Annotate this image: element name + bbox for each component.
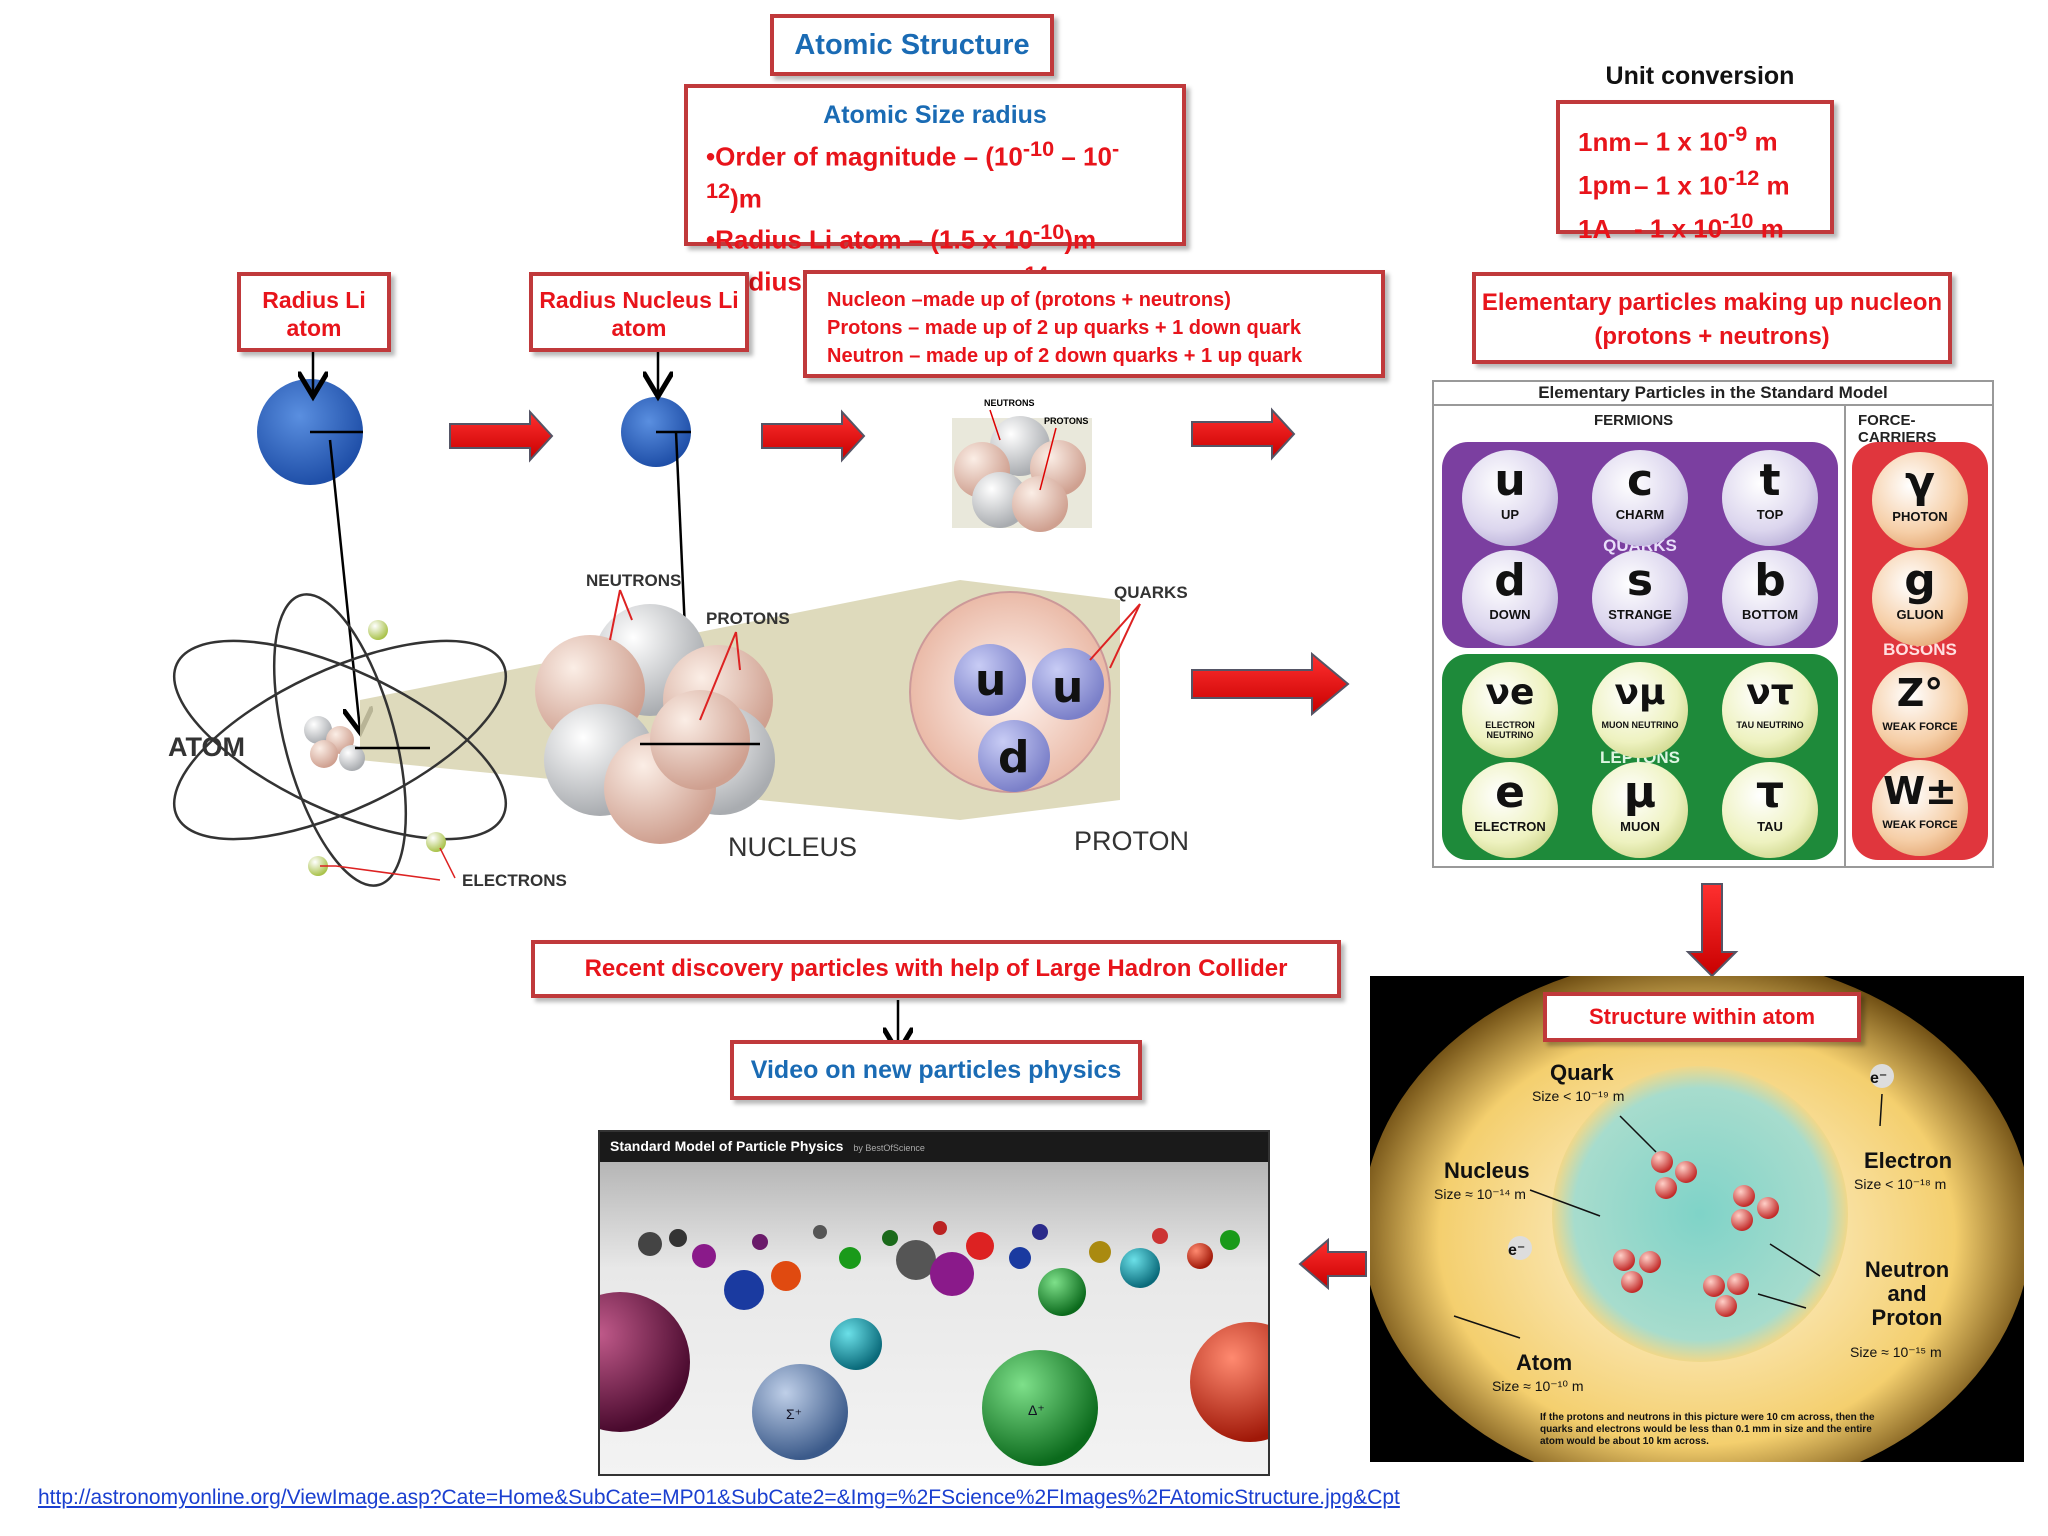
sw-np-size: Size ≈ 10⁻¹⁵ m [1850,1344,1942,1360]
proton-drawing [909,591,1141,793]
proton-label: PROTON [1074,826,1189,856]
unit-row: 1A- 1 x 10-10 m [1578,208,1784,244]
force-carriers-header: FORCE-CARRIERS [1858,412,1937,446]
video-delta-label: Δ⁺ [1028,1402,1045,1418]
atom-label: ATOM [168,732,245,762]
small-neutrons-label: NEUTRONS [984,398,1035,408]
video-title-bar: Standard Model of Particle Physics by Bes… [600,1132,1268,1162]
sw-nucleus-size: Size ≈ 10⁻¹⁴ m [1434,1186,1526,1202]
video-author: by BestOfScience [853,1143,925,1153]
boson-w: W±WEAK FORCE [1872,760,1968,856]
unit-row: 1pm– 1 x 10-12 m [1578,164,1790,201]
nucleus-label: NUCLEUS [728,832,857,862]
red-arrow-1 [449,409,554,463]
sw-electron-label: Electron [1864,1148,1953,1173]
bosons-label: BOSONS [1883,640,1957,659]
red-arrow-left [1298,1237,1367,1291]
page-title: Atomic Structure [770,14,1054,76]
atomic-size-box: Atomic Size radius •Order of magnitude –… [684,84,1186,297]
structure-within-atom-image: Quark Size < 10⁻¹⁹ m Nucleus Size ≈ 10⁻¹… [1370,976,2024,1462]
sw-quark-size: Size < 10⁻¹⁹ m [1532,1088,1625,1104]
boson-z: Z°WEAK FORCE [1872,662,1968,758]
structure-within-atom-box: Structure within atom [1543,992,1861,1042]
source-url-link[interactable]: http://astronomyonline.org/ViewImage.asp… [38,1486,1400,1509]
quark-d: d [998,732,1030,783]
video-link-box[interactable]: Video on new particles physics [730,1040,1142,1100]
fermions-header: FERMIONS [1594,412,1674,429]
unit-conversion-box: 1nm– 1 x 10-9 m 1pm– 1 x 10-12 m 1A- 1 x… [1556,100,1834,244]
red-arrow-2 [761,409,866,463]
nucleon-box: Nucleon –made up of (protons + neutrons)… [803,270,1385,378]
small-nucleon-image [952,409,1092,532]
nucleon-line: Protons – made up of 2 up quarks + 1 dow… [827,317,1301,339]
video-title: Standard Model of Particle Physics [610,1138,844,1154]
video-sigma-label: Σ⁺ [786,1406,803,1422]
lhc-discovery-text: Recent discovery particles with help of … [584,955,1288,982]
nucleon-line: Neutron – made up of 2 down quarks + 1 u… [827,345,1303,367]
page-title-text: Atomic Structure [794,29,1030,61]
nucleus-drawing [535,589,775,844]
quark-u2: u [1052,662,1083,713]
sw-electron-left: e⁻ [1508,1242,1526,1259]
video-link-text[interactable]: Video on new particles physics [750,1056,1122,1084]
radius-li-atom-box: Radius Li atom [237,272,391,352]
radius-nucleus-text: Radius Nucleus Li atom [539,287,739,341]
sw-np-label: Neutron and Proton [1864,1257,1950,1330]
standard-model-table: Elementary Particles in the Standard Mod… [1432,380,1994,868]
atomic-size-heading: Atomic Size radius [823,101,1047,129]
sw-quark-label: Quark [1550,1060,1614,1085]
sw-caption: If the protons and neutrons in this pict… [1540,1412,1875,1447]
quark-u1: u [975,655,1006,706]
sw-electron-top: e⁻ [1870,1070,1888,1087]
red-arrow-3 [1191,407,1296,461]
neutrons-label: NEUTRONS [586,571,681,590]
protons-label: PROTONS [706,609,790,628]
small-protons-label: PROTONS [1044,416,1088,426]
sw-nucleus-label: Nucleus [1444,1158,1530,1183]
video-thumbnail[interactable]: Standard Model of Particle Physics by Bes… [598,1130,1270,1476]
elementary-particles-box: Elementary particles making up nucleon (… [1472,272,1952,364]
lhc-discovery-box: Recent discovery particles with help of … [531,940,1341,998]
atom-drawing [172,593,508,887]
quarks-label: QUARKS [1114,583,1188,602]
nucleon-line: Nucleon –made up of (protons + neutrons) [827,289,1231,311]
structure-within-atom-text: Structure within atom [1588,1004,1816,1029]
standard-model-title: Elementary Particles in the Standard Mod… [1434,382,1992,406]
sw-atom-label: Atom [1516,1350,1573,1375]
red-arrow-4 [1191,651,1350,717]
size-item-2: •Radius Li atom – (1.5 x 10-10)m [706,219,1097,255]
radius-nucleus-box: Radius Nucleus Li atom [529,272,749,352]
sw-electron-size: Size < 10⁻¹⁸ m [1854,1176,1947,1192]
unit-conversion-title: Unit conversion [1605,62,1795,90]
red-arrow-down [1685,883,1739,978]
sw-atom-size: Size ≈ 10⁻¹⁰ m [1492,1378,1584,1394]
electrons-label: ELECTRONS [462,871,567,890]
size-item-1: •Order of magnitude – (10-10 – 10-12)m [706,136,1120,214]
radius-li-atom-text: Radius Li atom [262,287,366,341]
elementary-particles-text: Elementary particles making up nucleon (… [1481,289,1943,350]
unit-row: 1nm– 1 x 10-9 m [1578,121,1778,157]
